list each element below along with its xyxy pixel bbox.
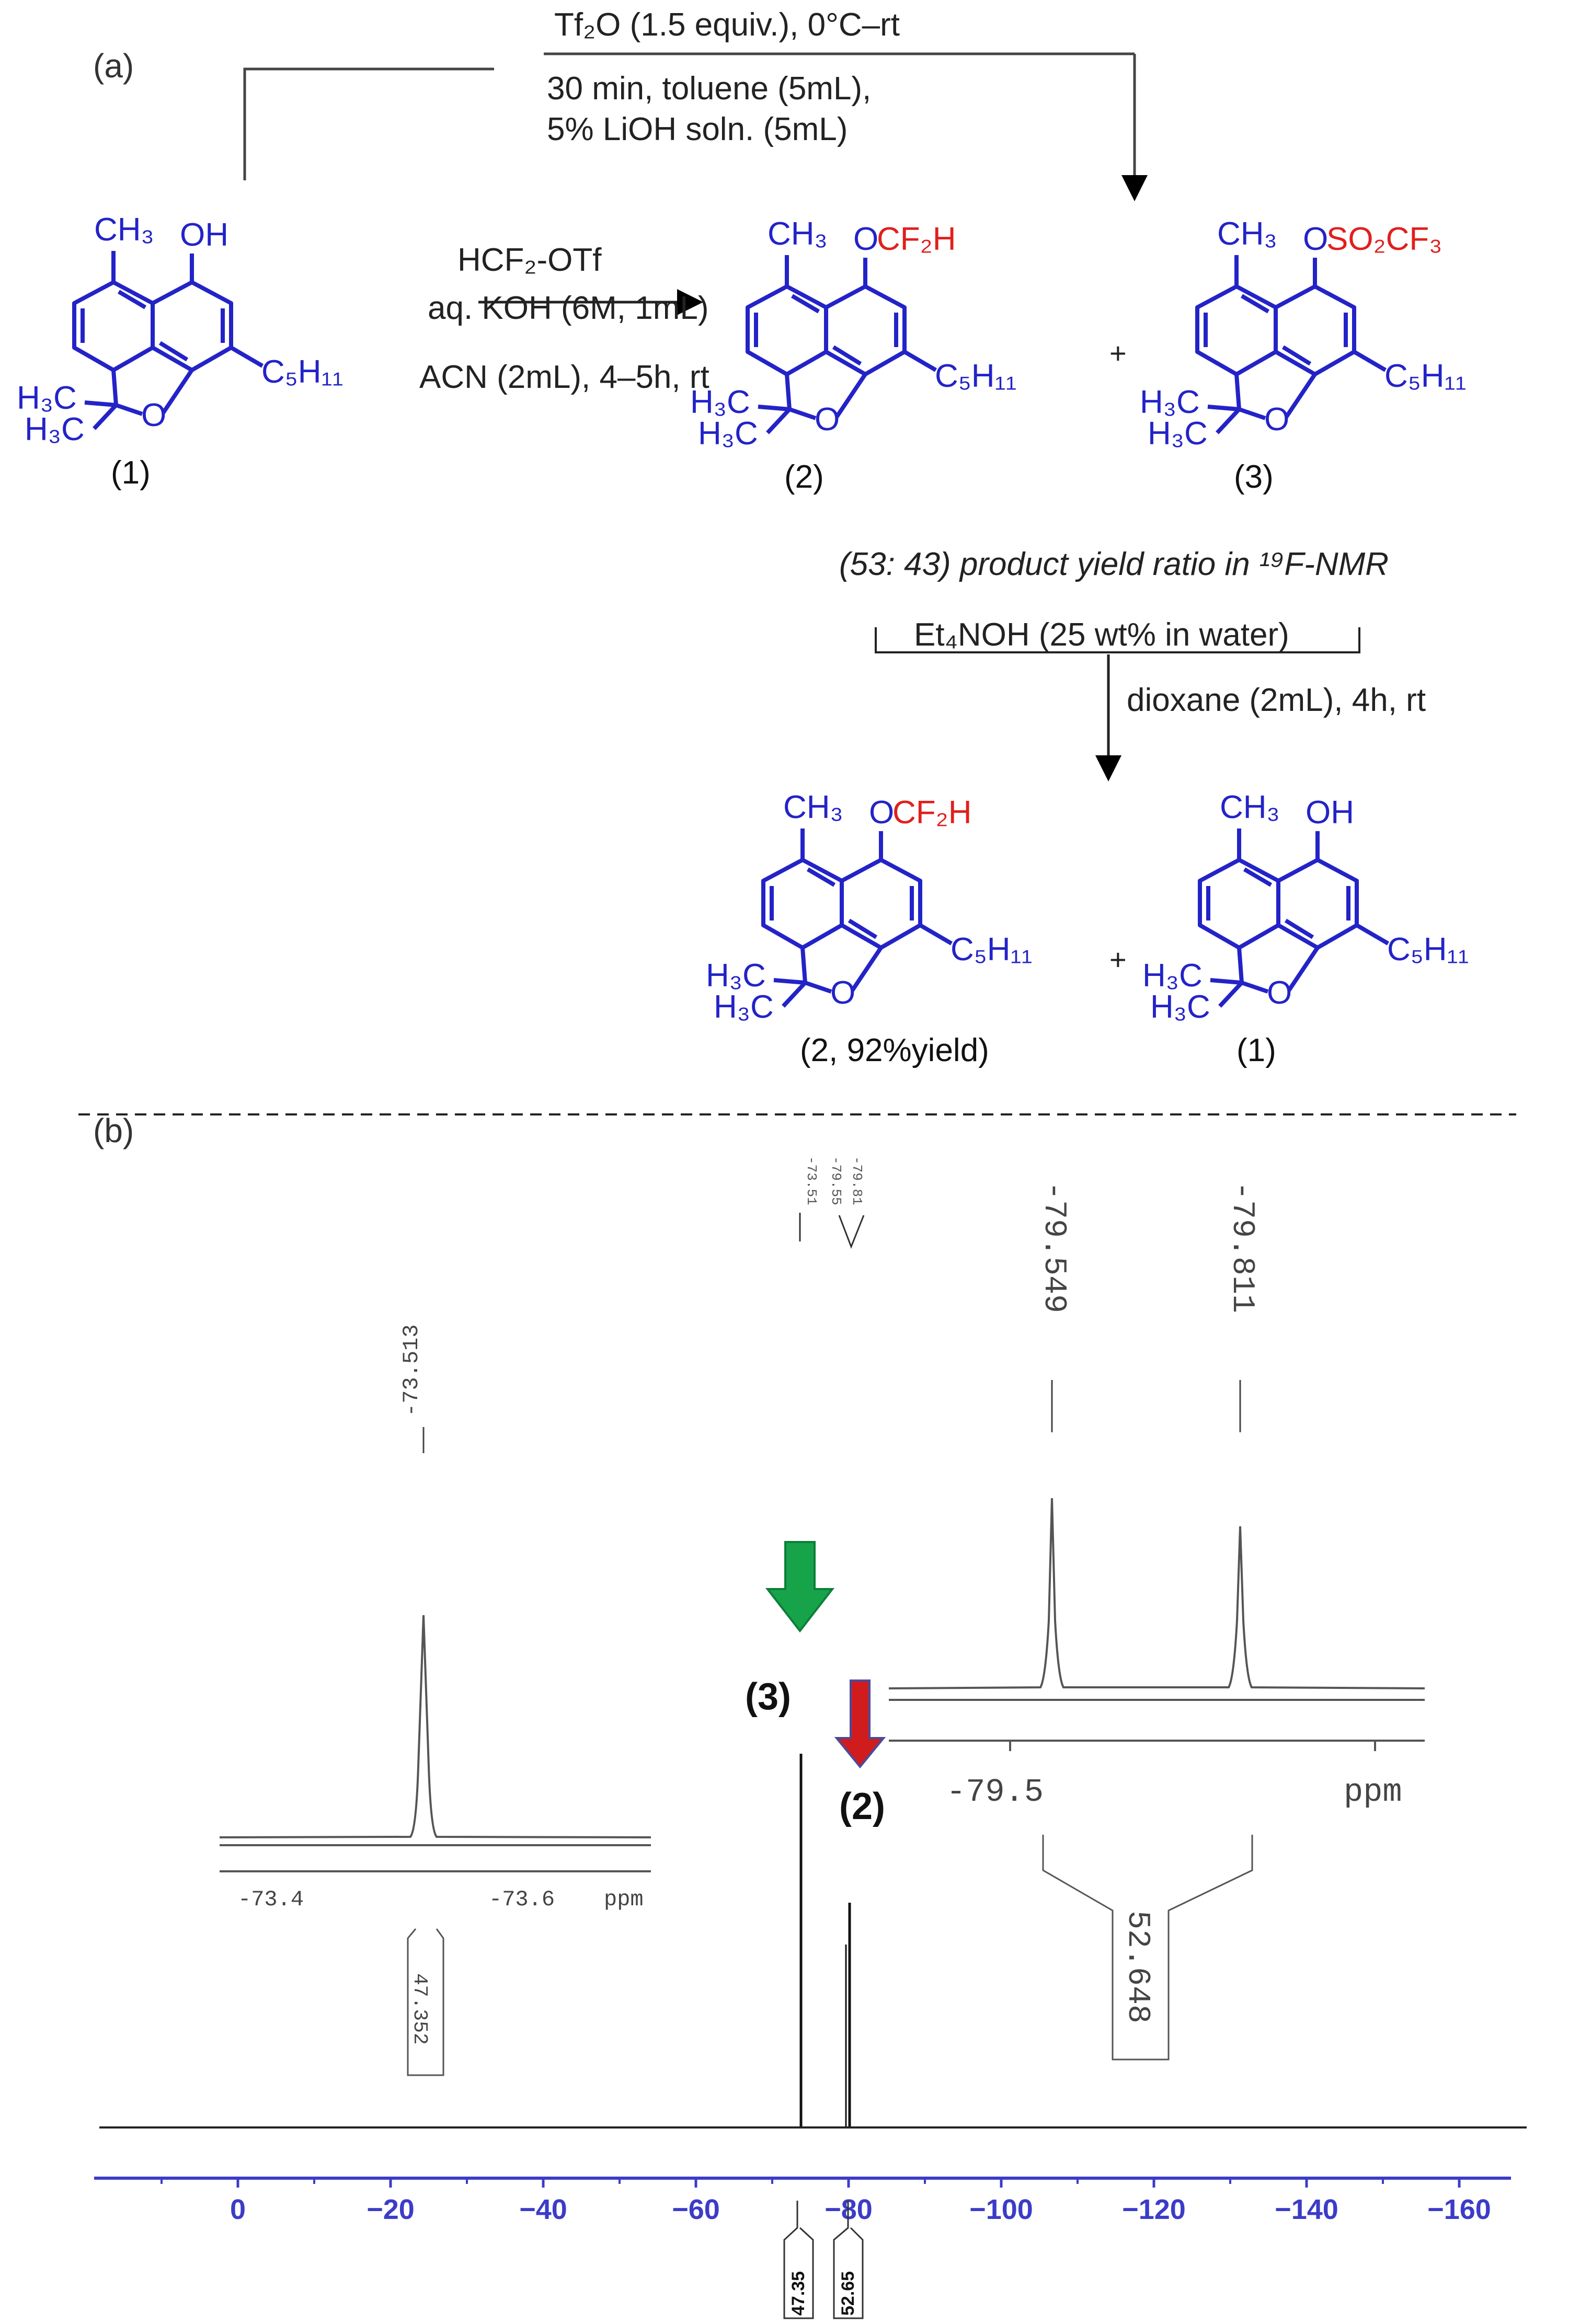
main-reaction-line3: ACN (2mL), 4–5h, rt bbox=[419, 359, 709, 395]
c1-ch3: CH₃ bbox=[94, 212, 154, 248]
axis-tick-label: −160 bbox=[1427, 2194, 1491, 2225]
axis-tick-label: −120 bbox=[1122, 2194, 1186, 2225]
c2b-c5h11: C₅H₁₁ bbox=[951, 931, 1032, 968]
second-reaction-line1: Et₄NOH (25 wt% in water) bbox=[914, 617, 1289, 653]
panel-a-label: (a) bbox=[93, 47, 134, 85]
plus-sign-bottom: + bbox=[1109, 943, 1127, 976]
top-reaction-bracket bbox=[243, 52, 1148, 201]
integral-label-1: 47.35 bbox=[788, 2271, 808, 2316]
inset-right-spectrum bbox=[888, 1498, 1425, 1689]
inset-right-tick: -79.5 bbox=[946, 1774, 1044, 1811]
integral-label-2: 52.65 bbox=[838, 2271, 858, 2316]
top-reaction-line1: Tf₂O (1.5 equiv.), 0°C–rt bbox=[554, 7, 900, 43]
axis-tick-label: −140 bbox=[1275, 2194, 1338, 2225]
inset-right-peak-label-1: -79.549 bbox=[1036, 1181, 1071, 1313]
c2b-h3c-a: H₃C bbox=[706, 958, 766, 994]
c3-ch3: CH₃ bbox=[1217, 216, 1277, 252]
c3-h3c-b: H₃C bbox=[1148, 416, 1208, 452]
c2b-sub: CF₂H bbox=[892, 795, 972, 831]
axis-tick-label: −20 bbox=[367, 2194, 415, 2225]
c1-c5h11: C₅H₁₁ bbox=[261, 354, 343, 390]
panel-b-label: (b) bbox=[93, 1112, 134, 1149]
main-spectrum bbox=[99, 1754, 1527, 2129]
c2-h3c-a: H₃C bbox=[690, 384, 750, 420]
c1-ring-o: O bbox=[141, 397, 166, 433]
c1-h3c-a: H₃C bbox=[17, 380, 77, 416]
ratio-note: (53: 43) product yield ratio in ¹⁹F-NMR bbox=[839, 546, 1389, 582]
c1b-label: (1) bbox=[1236, 1032, 1276, 1068]
c2-ch3: CH₃ bbox=[768, 216, 828, 252]
c3-ring-o: O bbox=[1264, 401, 1289, 438]
inset-right-integral-bracket bbox=[1042, 1835, 1253, 2061]
inset-right-integral: 52.648 bbox=[1119, 1911, 1155, 2023]
c3-sub-o: O bbox=[1303, 221, 1328, 257]
top-reaction-line3: 5% LiOH soln. (5mL) bbox=[547, 111, 848, 147]
arrow-label-2: (2) bbox=[839, 1786, 885, 1827]
c2b-h3c-b: H₃C bbox=[714, 989, 774, 1025]
inset-left-integral-bracket bbox=[407, 1928, 444, 2076]
inset-left-peak-label: -73.513 bbox=[399, 1325, 424, 1417]
plus-sign-top: + bbox=[1109, 337, 1127, 370]
c2-ring-o: O bbox=[815, 401, 840, 438]
bottom-integrals: 47.35 52.65 bbox=[783, 2201, 864, 2319]
c3-c5h11: C₅H₁₁ bbox=[1384, 358, 1466, 394]
c2b-label: (2, 92%yield) bbox=[800, 1032, 989, 1068]
c2-sub: CF₂H bbox=[877, 221, 956, 257]
c2b-ring-o: O bbox=[830, 975, 855, 1011]
inset-right: -79.549 -79.811 -79.5 ppm 52.648 bbox=[888, 1181, 1425, 2061]
arrow-label-3: (3) bbox=[745, 1676, 791, 1718]
c1b-c5h11: C₅H₁₁ bbox=[1387, 931, 1469, 968]
inset-left: -73.513 -73.4 -73.6 ppm 47.352 bbox=[219, 1325, 651, 2076]
main-reaction-line1: HCF₂-OTf bbox=[457, 242, 602, 278]
inset-left-spectrum bbox=[219, 1615, 651, 1838]
c2-h3c-b: H₃C bbox=[698, 416, 758, 452]
top-peak-label-1: -73.51 bbox=[804, 1156, 819, 1205]
top-peak-label-3: -79.81 bbox=[849, 1156, 865, 1205]
inset-left-unit: ppm bbox=[604, 1887, 644, 1912]
ppm-axis: 0−20−40−60−80−100−120−140−160 bbox=[94, 2177, 1511, 2225]
c1b-ring-o: O bbox=[1267, 975, 1292, 1011]
c1b-h3c-b: H₃C bbox=[1150, 989, 1210, 1025]
inset-right-unit: ppm bbox=[1344, 1774, 1402, 1811]
main-reaction-line2: aq. KOH (6M, 1mL) bbox=[428, 290, 708, 326]
axis-tick-label: −40 bbox=[519, 2194, 567, 2225]
axis-tick-label: −60 bbox=[672, 2194, 720, 2225]
inset-left-tick-2: -73.6 bbox=[489, 1887, 555, 1912]
top-peak-marker bbox=[799, 1213, 865, 1249]
c2-sub-o: O bbox=[853, 221, 878, 257]
c1b-oh: OH bbox=[1306, 795, 1354, 831]
c1b-ch3: CH₃ bbox=[1220, 789, 1280, 825]
second-reaction-bracket bbox=[875, 627, 1360, 653]
c2b-sub-o: O bbox=[869, 795, 894, 831]
c3-sub: SO₂CF₃ bbox=[1326, 221, 1442, 257]
c1b-h3c-a: H₃C bbox=[1142, 958, 1203, 994]
green-arrow bbox=[765, 1541, 835, 1633]
top-reaction-line2: 30 min, toluene (5mL), bbox=[547, 71, 871, 107]
inset-left-integral: 47.352 bbox=[408, 1973, 431, 2045]
c1-label: (1) bbox=[111, 455, 151, 491]
c1-oh: OH bbox=[180, 217, 228, 253]
c2-label: (2) bbox=[784, 459, 824, 495]
axis-tick-label: 0 bbox=[230, 2194, 246, 2225]
axis-tick-label: −100 bbox=[969, 2194, 1033, 2225]
top-peak-label-2: -79.55 bbox=[828, 1156, 844, 1205]
red-arrow bbox=[834, 1679, 886, 1769]
inset-right-peak-label-2: -79.811 bbox=[1224, 1181, 1260, 1313]
c1-h3c-b: H₃C bbox=[25, 411, 85, 447]
second-reaction-line2: dioxane (2mL), 4h, rt bbox=[1127, 682, 1426, 718]
c2-c5h11: C₅H₁₁ bbox=[935, 358, 1016, 394]
c2b-ch3: CH₃ bbox=[783, 789, 843, 825]
c3-label: (3) bbox=[1234, 459, 1274, 495]
inset-left-tick-1: -73.4 bbox=[238, 1887, 304, 1912]
c3-h3c-a: H₃C bbox=[1140, 384, 1200, 420]
